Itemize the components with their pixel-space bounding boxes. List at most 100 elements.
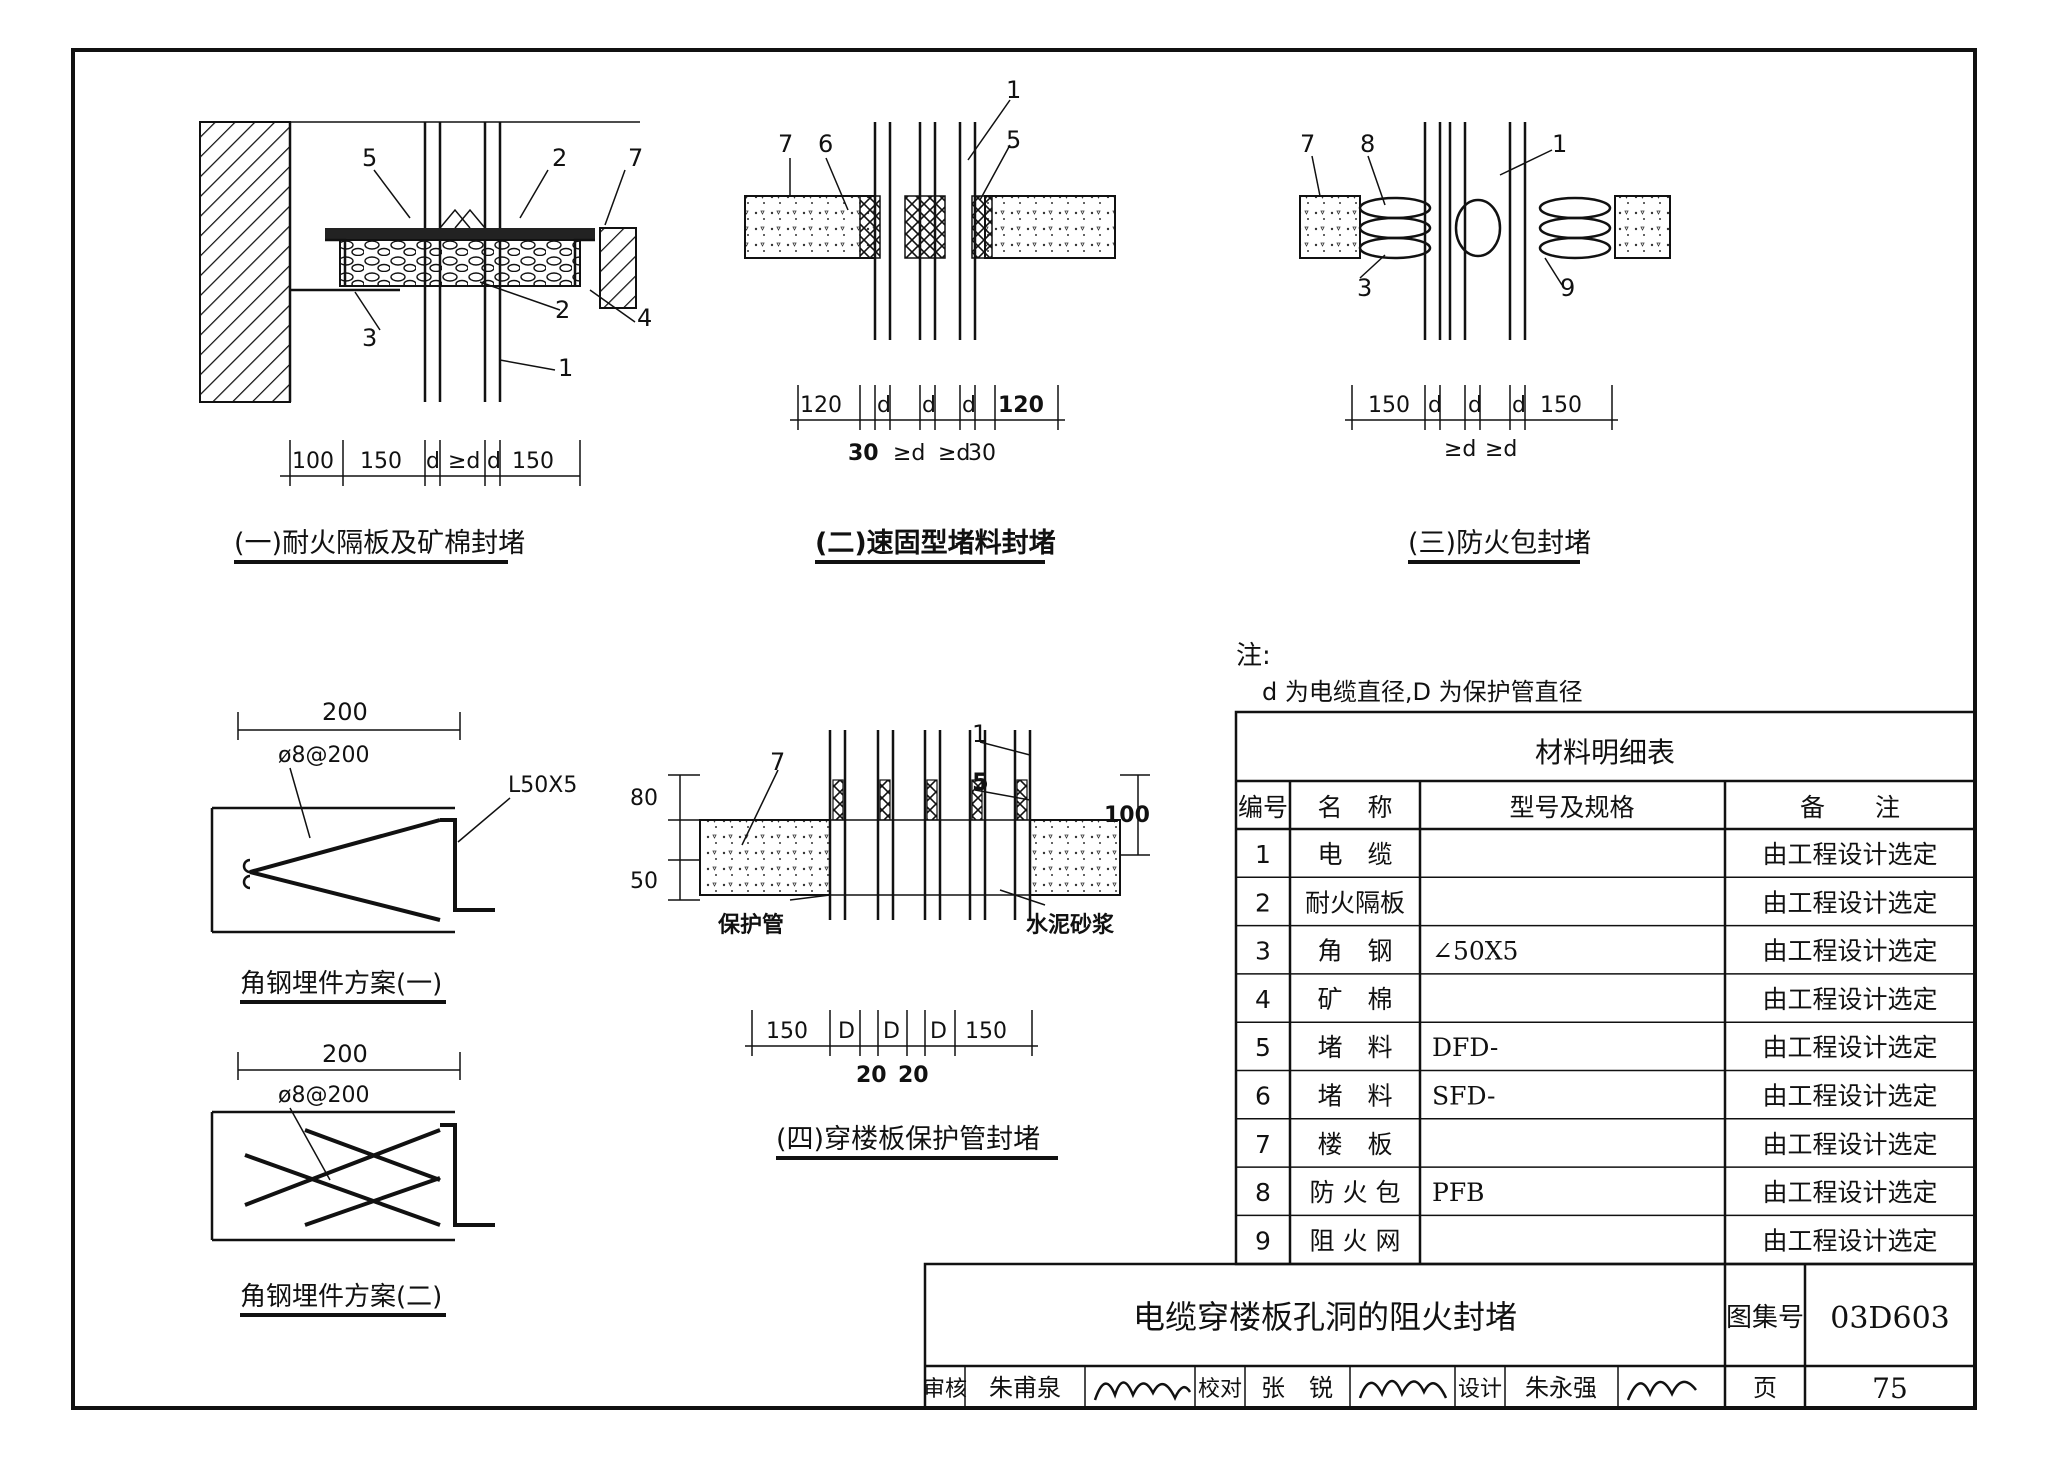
- table-cell-name: 防 火 包: [1310, 1178, 1401, 1207]
- fig3-dim-top-2: d: [1428, 393, 1442, 418]
- fig3-dim-bottom-2: ≥d: [1485, 437, 1517, 462]
- table-cell-name: 堵 料: [1317, 1082, 1392, 1111]
- table-cell-spec: ∠50X5: [1432, 937, 1518, 966]
- fig1-dim-3: d: [426, 449, 440, 474]
- fig4-callout-1: 1: [972, 720, 987, 748]
- fig1-callout-1: 1: [558, 354, 573, 382]
- table-header-name: 名 称: [1317, 793, 1392, 822]
- fig2-caption: (二)速固型堵料封堵: [815, 528, 1056, 559]
- table-cell-remark: 由工程设计选定: [1762, 1082, 1937, 1111]
- fig2-dim-top-2: d: [877, 393, 891, 418]
- review-label: 审核: [923, 1377, 967, 1402]
- page-label: 页: [1753, 1374, 1777, 1402]
- fig1-dim-2: 150: [360, 449, 402, 474]
- fig4-label-pipe: 保护管: [717, 912, 784, 938]
- table-cell-no: 6: [1255, 1082, 1271, 1111]
- table-cell-spec: DFD-: [1432, 1033, 1498, 1062]
- angle2-caption: 角钢埋件方案(二): [240, 1282, 442, 1312]
- fig1-dim-1: 100: [292, 449, 334, 474]
- table-cell-no: 7: [1255, 1130, 1271, 1159]
- fig4-dim-bottom2-1: 20: [856, 1063, 887, 1088]
- figure-1: 5 2 7 3 2 4 1 100 150 d ≥d d 150 (一)耐火隔板…: [199, 121, 652, 564]
- table-cell-name: 楼 板: [1317, 1130, 1392, 1159]
- fig1-dim-6: 150: [512, 449, 554, 474]
- fig3-callout-8: 8: [1360, 130, 1375, 158]
- fig1-caption: (一)耐火隔板及矿棉封堵: [234, 528, 525, 559]
- note-title: 注:: [1236, 641, 1271, 671]
- fig1-wall: [199, 121, 291, 403]
- table-header-no: 编号: [1238, 793, 1288, 822]
- angle-steel-scheme-2: 200 ø8@200 角钢埋件方案(二): [210, 1040, 495, 1317]
- fig3-callout-9: 9: [1560, 274, 1575, 302]
- table-cell-name: 堵 料: [1317, 1033, 1392, 1062]
- table-cell-name: 阻 火 网: [1310, 1226, 1401, 1255]
- table-header-remark: 备 注: [1800, 793, 1900, 822]
- figure-4: 7 1 5 80 50 100 保护管 水泥砂浆 150 D D D 150 2…: [630, 720, 1150, 1160]
- table-cell-no: 8: [1255, 1178, 1271, 1207]
- table-cell-remark: 由工程设计选定: [1762, 1226, 1937, 1255]
- fig1-callout-2-bottom: 2: [555, 296, 570, 324]
- fig4-dim-bottom-4: D: [930, 1019, 947, 1044]
- table-cell-spec: SFD-: [1432, 1082, 1495, 1111]
- checker-name: 张 锐: [1261, 1374, 1333, 1402]
- fig3-dim-top-5: 150: [1540, 393, 1582, 418]
- design-label: 设计: [1458, 1377, 1502, 1402]
- fig1-callout-7: 7: [628, 144, 643, 172]
- fig3-dim-bottom-1: ≥d: [1444, 437, 1476, 462]
- reviewer-name: 朱甫泉: [989, 1374, 1061, 1402]
- fig2-dim-bottom-2: ≥d: [893, 441, 925, 466]
- table-cell-name: 电 缆: [1317, 840, 1392, 869]
- table-cell-remark: 由工程设计选定: [1762, 1178, 1937, 1207]
- table-cell-name: 角 钢: [1317, 937, 1392, 966]
- fig3-callout-1: 1: [1552, 130, 1567, 158]
- angle2-rebar: ø8@200: [278, 1083, 369, 1108]
- table-header-spec: 型号及规格: [1509, 793, 1634, 822]
- table-cell-name: 矿 棉: [1317, 985, 1392, 1014]
- fig3-callout-3: 3: [1357, 274, 1372, 302]
- figure-2: 7 6 1 5 120 d d d 120 30 ≥d ≥d 30 (二)速固型…: [744, 76, 1116, 564]
- fig2-callout-6: 6: [818, 130, 833, 158]
- fig2-callout-5: 5: [1006, 126, 1021, 154]
- fig4-dim-bottom-3: D: [883, 1019, 900, 1044]
- fig4-label-mortar: 水泥砂浆: [1026, 912, 1115, 938]
- fig1-dim-4: ≥d: [448, 449, 480, 474]
- fig4-dim-right: 100: [1104, 803, 1150, 828]
- page-number: 75: [1872, 1372, 1908, 1405]
- fig3-dim-top-4: d: [1512, 393, 1526, 418]
- angle1-rebar: ø8@200: [278, 743, 369, 768]
- table-cell-no: 4: [1255, 985, 1271, 1014]
- fig2-dim-bottom-1: 30: [848, 441, 879, 466]
- fig2-dim-top-4: d: [962, 393, 976, 418]
- checker-signature: [1358, 1379, 1448, 1399]
- fig4-dim-bottom-5: 150: [965, 1019, 1007, 1044]
- fig2-dim-bottom-3: ≥d: [938, 441, 970, 466]
- fig2-dim-top-3: d: [922, 393, 936, 418]
- fig3-callout-7: 7: [1300, 130, 1315, 158]
- fig1-partition-board: [325, 228, 595, 240]
- angle1-width: 200: [322, 698, 368, 726]
- angle1-angle-label: L50X5: [508, 773, 577, 798]
- fig2-dim-top-1: 120: [800, 393, 842, 418]
- fig3-caption: (三)防火包封堵: [1408, 528, 1591, 559]
- table-cell-no: 2: [1255, 888, 1271, 917]
- fig1-callout-4: 4: [637, 304, 652, 332]
- angle2-width: 200: [322, 1040, 368, 1068]
- table-cell-no: 5: [1255, 1033, 1271, 1062]
- table-title: 材料明细表: [1535, 736, 1675, 769]
- fig2-dim-top-5: 120: [998, 393, 1044, 418]
- designer-signature: [1626, 1380, 1697, 1401]
- note-text: d 为电缆直径,D 为保护管直径: [1262, 678, 1583, 706]
- table-cell-remark: 由工程设计选定: [1762, 888, 1937, 917]
- angle-steel-scheme-1: 200 ø8@200 L50X5 角钢埋件方案(一): [210, 698, 577, 1004]
- fig2-callout-7: 7: [778, 130, 793, 158]
- table-cell-name: 耐火隔板: [1305, 888, 1405, 917]
- reviewer-signature: [1093, 1381, 1192, 1401]
- table-cell-remark: 由工程设计选定: [1762, 840, 1937, 869]
- fig1-callout-3: 3: [362, 324, 377, 352]
- fig1-mineral-wool: [339, 239, 581, 287]
- fig4-callout-5: 5: [972, 768, 989, 796]
- table-cell-spec: PFB: [1432, 1178, 1485, 1207]
